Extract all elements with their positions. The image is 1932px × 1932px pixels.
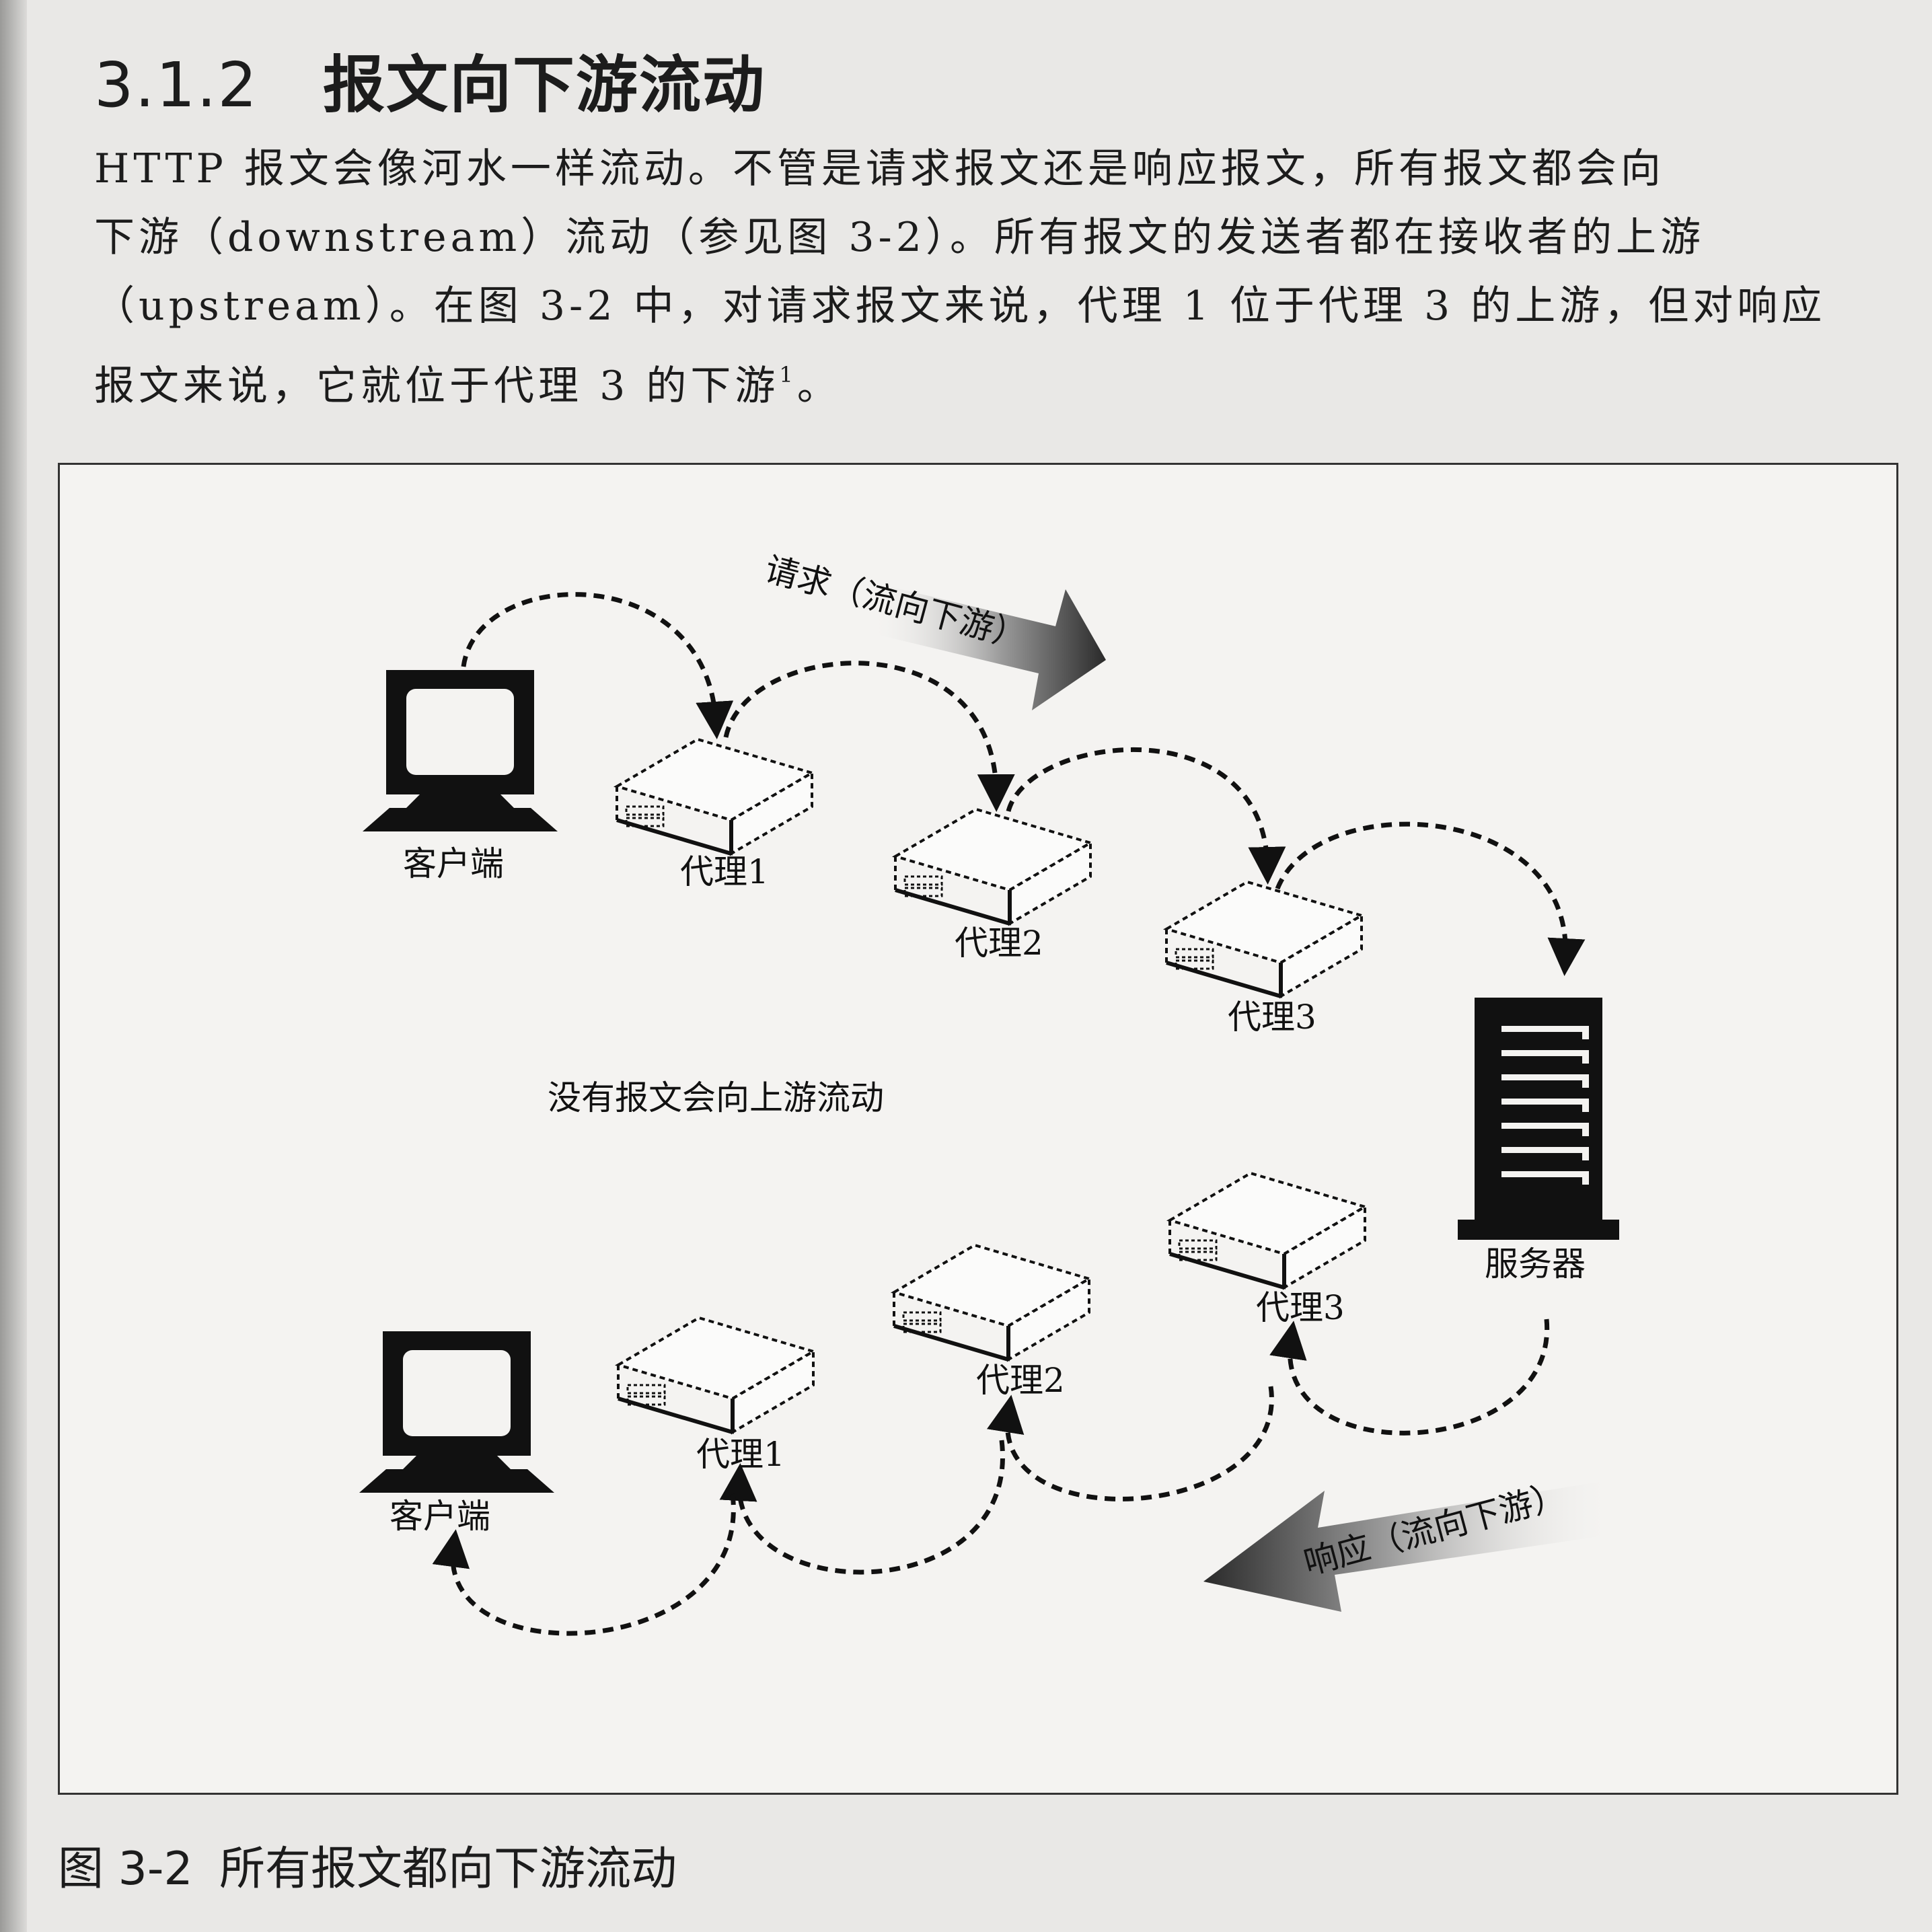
paragraph-line-4: 报文来说，它就位于代理 3 的下游1。 xyxy=(94,340,1910,410)
footnote-marker: 1 xyxy=(779,362,797,387)
paragraph-line-4-text: 报文来说，它就位于代理 3 的下游 xyxy=(94,363,780,410)
top-client-label: 客户端 xyxy=(403,844,504,883)
top-proxy1-box-icon xyxy=(617,739,812,854)
figure-frame: 请求（流向下游） 客户端 代理1 代理2 代理3 xyxy=(58,463,1898,1795)
paragraph-line-4-end: 。 xyxy=(796,363,842,410)
message-flow-diagram: 请求（流向下游） 客户端 代理1 代理2 代理3 xyxy=(359,550,1619,1636)
response-flow-arrow-icon xyxy=(1203,1481,1614,1612)
top-proxy3-box-icon xyxy=(1166,882,1362,996)
top-proxy2-label: 代理2 xyxy=(955,924,1043,963)
bottom-client-monitor-icon xyxy=(359,1331,554,1493)
paragraph-line-2: 下游（downstream）流动（参见图 3-2）。所有报文的发送者都在接收者的… xyxy=(94,214,1705,261)
top-proxy2-box-icon xyxy=(895,809,1090,924)
figure-number: 图 3-2 xyxy=(58,1843,193,1896)
bottom-proxy1-label: 代理1 xyxy=(696,1435,785,1474)
bottom-client-label: 客户端 xyxy=(389,1497,490,1536)
body-paragraph: HTTP 报文会像河水一样流动。不管是请求报文还是响应报文，所有报文都会向 下游… xyxy=(94,135,1910,410)
response-dashed-paths xyxy=(432,1318,1550,1636)
bottom-proxy3-box-icon xyxy=(1170,1173,1365,1288)
section-title: 报文向下游流动 xyxy=(323,49,766,121)
figure-caption: 图 3-2 所有报文都向下游流动 xyxy=(58,1831,677,1898)
request-label: 请求（流向下游） xyxy=(761,550,1031,657)
figure-caption-text: 所有报文都向下游流动 xyxy=(219,1843,677,1896)
top-proxy1-label: 代理1 xyxy=(680,852,769,891)
bottom-proxy1-box-icon xyxy=(618,1318,813,1432)
top-proxy3-label: 代理3 xyxy=(1228,998,1316,1037)
no-upstream-note: 没有报文会向上游流动 xyxy=(548,1078,884,1117)
request-dashed-paths xyxy=(461,592,1586,976)
server-tower-icon xyxy=(1458,998,1619,1240)
bottom-proxy2-box-icon xyxy=(894,1245,1089,1360)
paragraph-line-3: （upstream）。在图 3-2 中，对请求报文来说，代理 1 位于代理 3 … xyxy=(94,283,1826,330)
paragraph-line-1: HTTP 报文会像河水一样流动。不管是请求报文还是响应报文，所有报文都会向 xyxy=(94,145,1665,192)
section-heading: 3.1.2 报文向下游流动 xyxy=(94,35,766,124)
bottom-proxy2-label: 代理2 xyxy=(976,1361,1065,1400)
page-edge-shadow xyxy=(0,0,27,1932)
top-client-monitor-icon xyxy=(363,670,558,831)
request-flow-arrow-icon xyxy=(870,586,1106,710)
server-label: 服务器 xyxy=(1485,1244,1586,1284)
section-number: 3.1.2 xyxy=(94,49,259,121)
bottom-proxy3-label: 代理3 xyxy=(1256,1288,1345,1327)
